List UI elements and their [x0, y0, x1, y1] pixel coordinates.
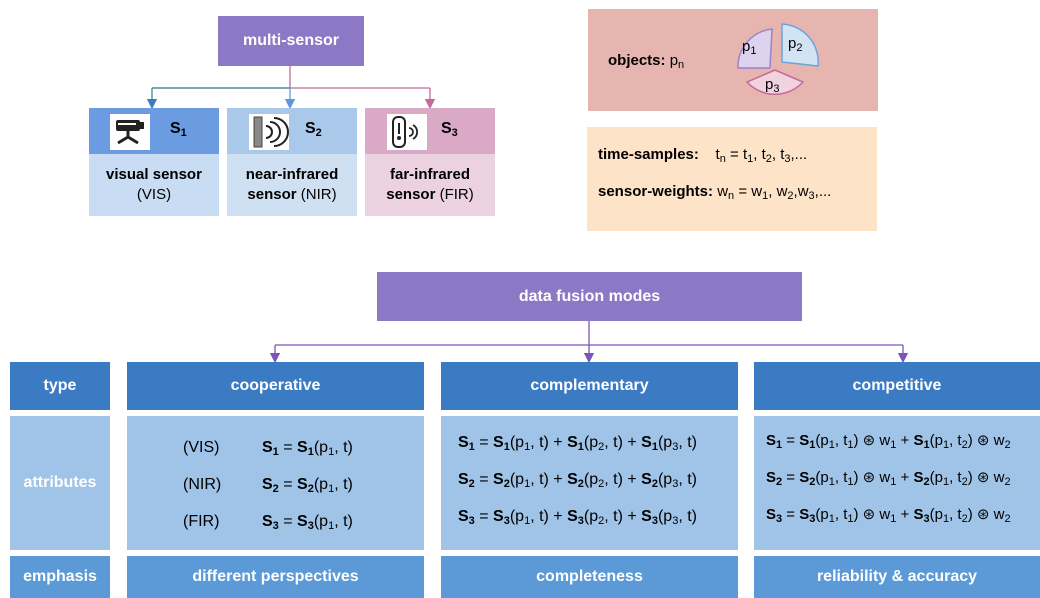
sensor-fir-body: far-infrared sensor (FIR) [365, 154, 495, 216]
cooperative-tag-vis: (VIS) [183, 439, 220, 456]
sensor-vis-body: visual sensor (VIS) [89, 154, 219, 216]
mode-complementary-attributes [441, 416, 738, 550]
complementary-eq-1: S1 = S1(p1, t) + S1(p2, t) + S1(p3, t) [458, 434, 697, 453]
mode-complementary-emphasis: completeness [441, 556, 738, 598]
cooperative-eq-1: S1 = S1(p1, t) [262, 439, 353, 458]
sensor-nir-body: near-infrared sensor (NIR) [227, 154, 357, 216]
signal-emitter-icon [249, 114, 289, 150]
sensor-weights-row: sensor-weights: wn = w1, w2,w3,... [598, 183, 832, 202]
sensor-fir-symbol: S3 [441, 120, 458, 139]
sensor-fir-abbr: (FIR) [439, 186, 474, 203]
complementary-eq-2: S2 = S2(p1, t) + S2(p2, t) + S2(p3, t) [458, 471, 697, 490]
sensor-fir-name: far-infrared [389, 166, 471, 183]
thermal-sensor-icon [387, 114, 427, 150]
mode-competitive-header: competitive [754, 362, 1040, 410]
cooperative-tag-fir: (FIR) [183, 513, 220, 530]
objects-box [588, 9, 878, 111]
time-weights-box [587, 127, 877, 231]
multi-sensor-box: multi-sensor [218, 16, 364, 66]
mode-competitive-emphasis: reliability & accuracy [754, 556, 1040, 598]
mode-cooperative-attributes [127, 416, 424, 550]
row-label-attributes: attributes [10, 416, 110, 550]
cooperative-eq-2: S2 = S2(p1, t) [262, 476, 353, 495]
sensor-nir-abbr: (NIR) [300, 186, 337, 203]
multi-sensor-label: multi-sensor [242, 32, 339, 49]
complementary-eq-3: S3 = S3(p1, t) + S3(p2, t) + S3(p3, t) [458, 508, 697, 527]
cooperative-eq-3: S3 = S3(p1, t) [262, 513, 353, 532]
object-p3-label: p3 [765, 76, 780, 95]
sensor-vis-abbr: (VIS) [136, 186, 172, 203]
mode-competitive-attributes: S1 = S1(p1, t1) ⊛ w1 + S1(p1, t2) ⊛ w2 S… [754, 416, 1040, 550]
objects-label: objects: pn [608, 52, 685, 71]
data-fusion-modes-box: data fusion modes [377, 272, 802, 321]
mode-cooperative-emphasis: different perspectives [127, 556, 424, 598]
sensor-nir-symbol: S2 [305, 120, 322, 139]
sensor-nir-header [227, 108, 357, 154]
sensor-fir-header [365, 108, 495, 154]
competitive-eq-1: S1 = S1(p1, t1) ⊛ w1 + S1(p1, t2) ⊛ w2 [766, 432, 1011, 451]
competitive-eq-2: S2 = S2(p1, t1) ⊛ w1 + S2(p1, t2) ⊛ w2 [766, 469, 1011, 488]
row-label-emphasis: emphasis [10, 556, 110, 598]
sensor-vis-symbol: S1 [170, 120, 187, 139]
mode-cooperative-header: cooperative [127, 362, 424, 410]
row-label-type: type [10, 362, 110, 410]
cooperative-tag-nir: (NIR) [183, 476, 222, 493]
object-p2-label: p2 [788, 35, 803, 54]
sensor-nir-name: near-infrared [245, 166, 339, 183]
data-fusion-modes-title: data fusion modes [518, 287, 661, 305]
object-p1-label: p1 [742, 38, 757, 57]
sensor-vis-name: visual sensor [106, 166, 202, 183]
mode-complementary-header: complementary [441, 362, 738, 410]
camera-icon [110, 114, 150, 150]
competitive-eq-3: S3 = S3(p1, t1) ⊛ w1 + S3(p1, t2) ⊛ w2 [766, 506, 1011, 525]
time-samples-row: time-samples: tn = t1, t2, t3,... [598, 146, 808, 165]
